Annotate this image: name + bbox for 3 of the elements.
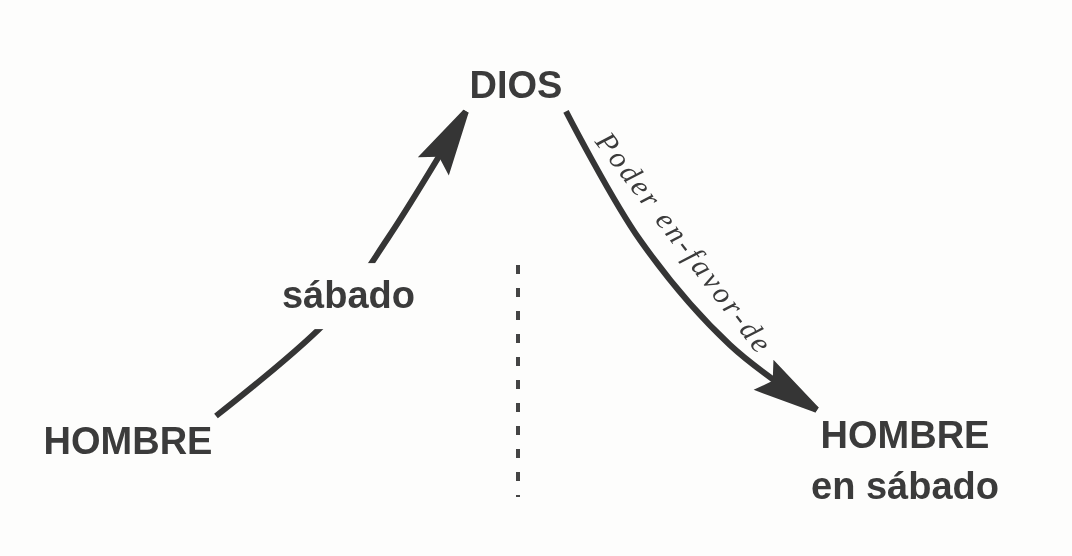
concept-label: HOMBRE en sábado (805, 410, 1005, 513)
concept-label: HOMBRE (40, 416, 216, 468)
concept-label: DIOS (466, 60, 566, 112)
